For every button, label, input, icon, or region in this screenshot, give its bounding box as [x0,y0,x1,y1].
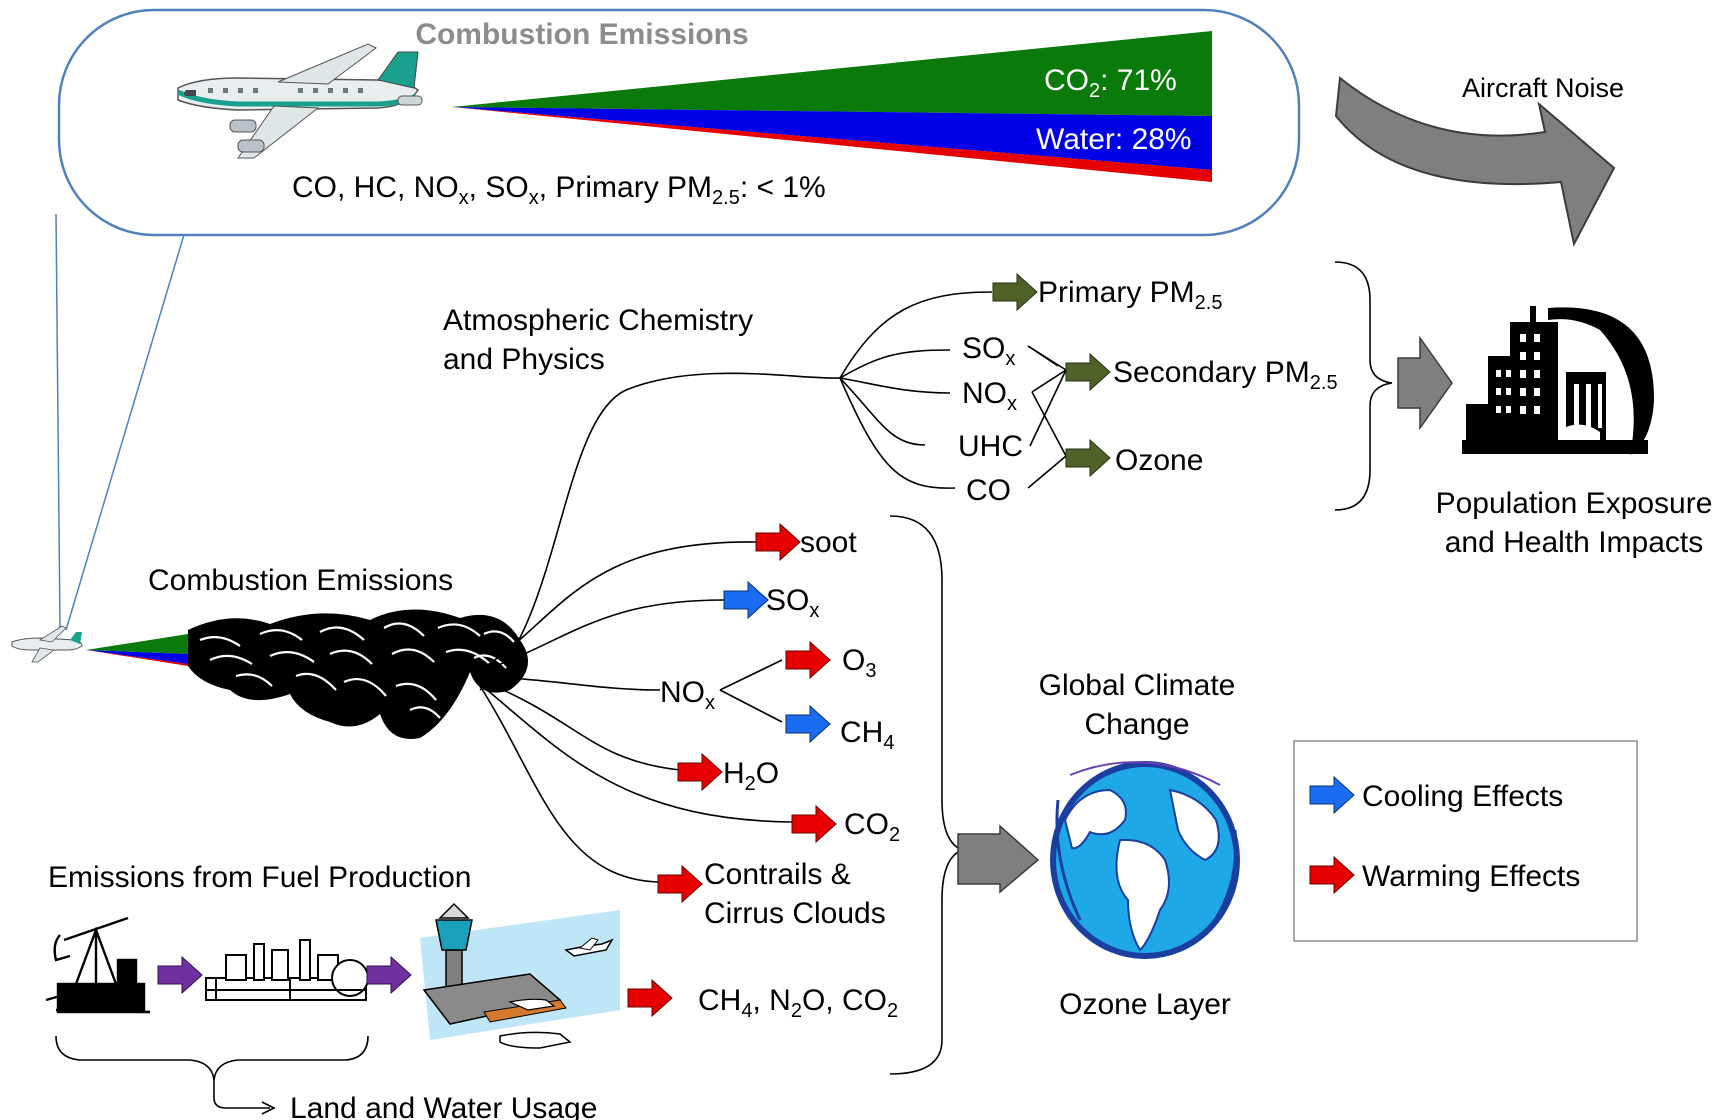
plume-label: Combustion Emissions [148,564,453,597]
refinery-icon [205,939,369,1001]
primary-pm-label: Primary PM2.5 [1038,276,1222,314]
air-quality-branches [479,291,1067,691]
city-icon [1462,306,1655,455]
climate-items: soot SOx NOx O3 CH4 H2O CO2 Contrails & … [627,523,900,1022]
atmos-label-2: and Physics [443,343,605,376]
land-water-label: Land and Water Usage [290,1092,597,1120]
airplane-icon [176,43,423,159]
contrails-label-2: Cirrus Clouds [704,897,886,930]
red-arrow-o3 [785,641,831,679]
land-water-arrowhead [261,1101,276,1115]
atmos-label: Atmospheric Chemistry [443,304,753,337]
callout-pointer-line [55,213,61,629]
climate-brace [889,515,965,1075]
health-label: Population Exposure [1436,487,1713,520]
legend-box [1293,740,1638,942]
fuel-ghg-label: CH4, N2O, CO2 [698,984,898,1022]
red-arrow-contrails [657,865,703,903]
climate-branches [479,541,793,883]
sox-label: SOx [962,332,1015,370]
purple-arrow-1 [157,956,203,994]
ozone-label: Ozone [1115,444,1203,477]
small-wedge [86,634,188,666]
land-water-pointer [213,1080,270,1109]
o3-label: O3 [842,644,876,682]
co-label: CO [966,474,1011,507]
secondary-pm-label: Secondary PM2.5 [1113,356,1338,394]
other-emissions-label: CO, HC, NOx, SOx, Primary PM2.5: < 1% [292,171,826,209]
red-arrow-h2o [677,753,723,791]
callout-bubble: Combustion Emissions [55,8,1301,631]
aircraft-noise-label: Aircraft Noise [1462,73,1624,103]
climate-nox-label: NOx [660,676,715,714]
oil-pump-icon [45,916,151,1014]
noise-curved-arrow [1334,76,1616,247]
red-arrow-fuel-ghg [627,979,673,1017]
emission-wedge [452,31,1212,182]
ch4-label: CH4 [840,716,894,754]
air-quality-items: Primary PM2.5 SOx NOx UHC CO Secondary P… [958,273,1338,507]
soot-label: soot [800,526,857,559]
wedge-co2 [452,31,1212,116]
climate-sox-label: SOx [766,584,819,622]
nox-label: NOx [962,377,1017,415]
olive-arrow-primary [992,273,1038,311]
legend-cooling-label: Cooling Effects [1362,780,1563,813]
wedge-other [452,107,1212,182]
contrails-label: Contrails & [704,858,851,891]
global-climate-label: Global Climate [1039,669,1236,702]
legend-warming-label: Warming Effects [1362,860,1580,893]
blue-arrow-sox [723,581,769,619]
wedge-water-label: Water: 28% [1036,123,1192,156]
olive-arrow-ozone [1065,439,1111,477]
fuel-production-title: Emissions from Fuel Production [48,861,472,894]
callout-title: Combustion Emissions [415,18,748,51]
olive-arrow-secondary [1065,353,1111,391]
uhc-label: UHC [958,430,1023,463]
global-climate-label-2: Change [1084,708,1189,741]
purple-arrow-2 [366,956,412,994]
small-airplane-icon [11,625,83,663]
land-water-brace [55,1035,369,1081]
red-arrow-soot [755,523,801,561]
airport-icon [420,902,620,1049]
climate-grey-arrow [957,824,1040,894]
ozone-layer-label: Ozone Layer [1059,988,1231,1021]
wedge-co2-label: CO2: 71% [1044,64,1177,102]
red-arrow-co2 [791,805,837,843]
smoke-plume-icon [188,609,528,739]
health-grey-arrow [1397,335,1453,431]
globe-icon [1050,761,1240,959]
health-label-2: and Health Impacts [1445,526,1703,559]
air-quality-brace [1334,261,1393,511]
legend: Cooling Effects Warming Effects [1293,740,1638,942]
h2o-label: H2O [723,757,779,795]
blue-arrow-ch4 [785,705,831,743]
callout-pointer-line [65,227,187,631]
climate-co2-label: CO2 [844,808,900,846]
